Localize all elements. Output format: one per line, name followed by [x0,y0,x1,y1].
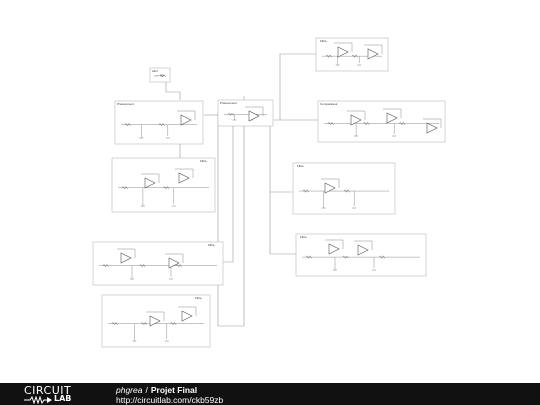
project-url-link[interactable]: http://circuitlab.com/ckb59zb [116,395,224,405]
block-label-b5: Filtre [320,39,327,43]
resistor-wave-icon [24,396,52,404]
op-amp-icon [181,310,193,322]
block-label-b6: Filtre [297,164,304,168]
block-label-b3: Filtre [200,159,207,163]
project-title: Projet Final [150,385,198,395]
breadcrumb-separator: / [145,385,148,395]
op-amp-icon [144,177,156,189]
circuit-block-supply[interactable] [149,67,171,83]
circuit-block-b4[interactable] [317,100,446,143]
op-amp-icon [357,244,369,256]
circuit-block-b5[interactable] [315,37,389,72]
block-label-b8: Filtre [208,243,215,247]
op-amp-icon [248,110,260,122]
op-amp-icon [337,46,349,58]
op-amp-icon [168,257,180,269]
circuitlab-logo[interactable]: CIRCUIT LAB [24,385,90,404]
block-label-b1: Prelevement [117,102,134,106]
op-amp-icon [328,243,340,255]
op-amp-icon [350,114,362,126]
footer-bar: CIRCUIT LAB phgrea/Projet Final http://c… [0,383,540,405]
circuit-block-b1[interactable] [114,100,204,145]
op-amp-icon [120,252,132,264]
circuit-block-b6[interactable] [292,162,396,215]
block-label-supply: Alim [152,69,158,73]
logo-text-lab: LAB [54,394,72,403]
op-amp-icon [426,122,438,134]
project-user-link[interactable]: phgrea [116,385,143,395]
op-amp-icon [180,114,192,126]
op-amp-icon [367,48,379,60]
schematic-blocks [92,37,446,348]
logo-text-circuit: CIRCUIT [24,384,72,397]
block-label-b4: Comparateur [320,102,338,106]
circuit-block-b9[interactable] [101,294,211,348]
block-label-b9: Filtre [195,296,202,300]
op-amp-icon [324,182,336,194]
circuit-block-b2[interactable] [217,99,274,127]
circuit-block-b8[interactable] [92,241,224,286]
op-amp-icon [178,172,190,184]
op-amp-icon [386,112,398,124]
circuit-block-b3[interactable] [111,157,216,213]
block-label-b7: Filtre [300,235,307,239]
project-breadcrumb: phgrea/Projet Final [116,385,197,395]
block-label-b2: Prelevement [220,101,237,105]
op-amp-icon [149,315,161,327]
circuit-block-b7[interactable] [295,233,427,277]
